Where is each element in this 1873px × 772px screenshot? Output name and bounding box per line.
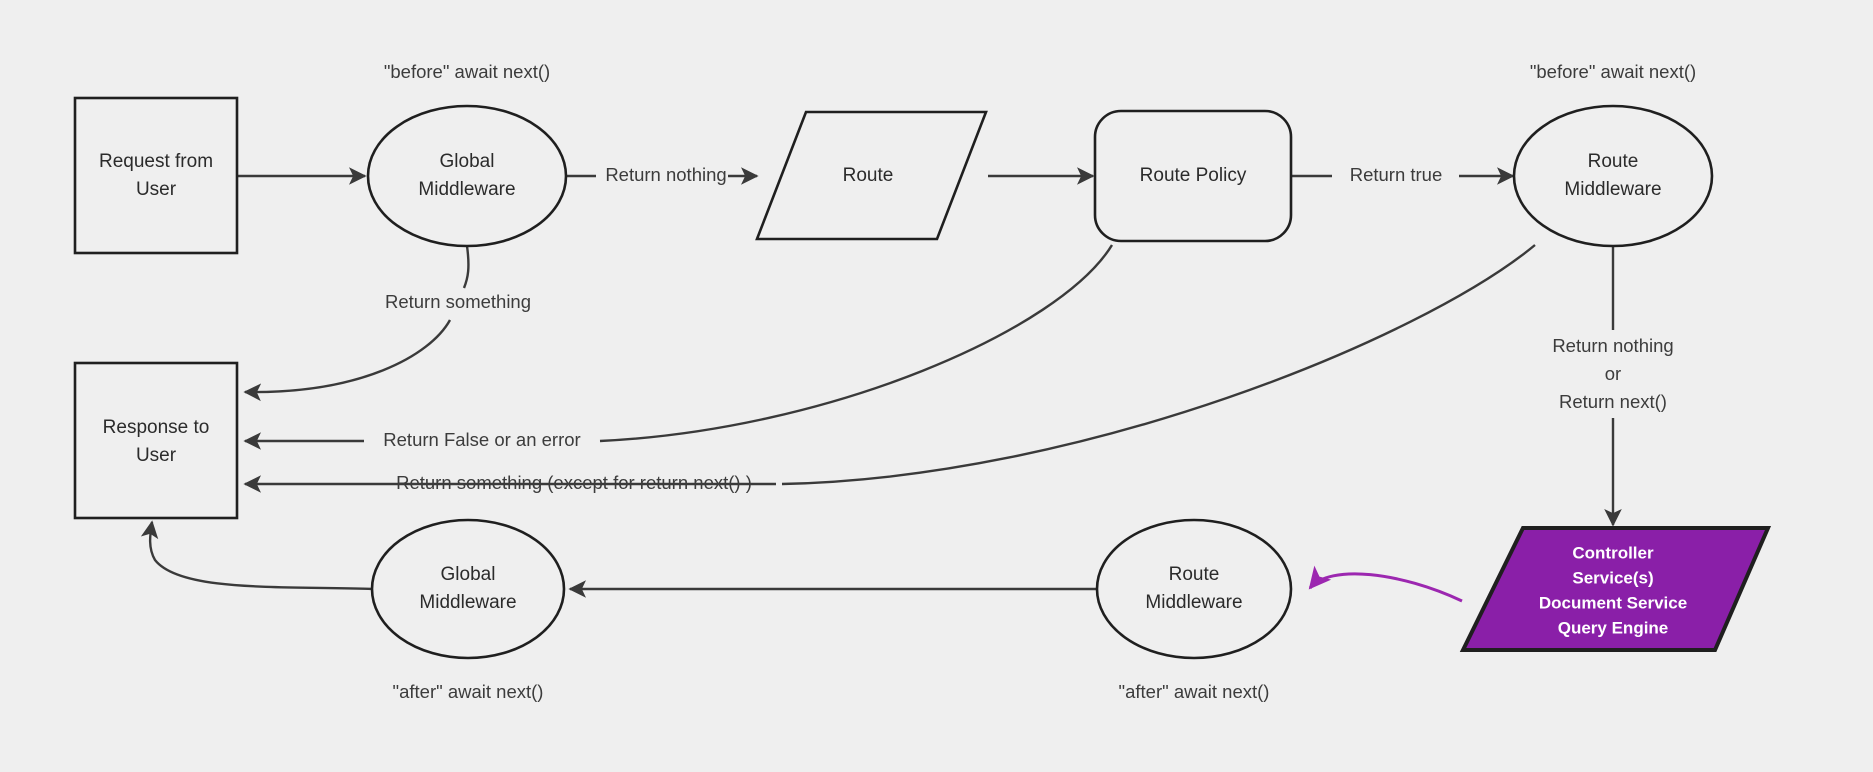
node-request-from-user[interactable]: Request from User xyxy=(73,96,239,255)
node-route-label: Route xyxy=(843,165,894,186)
note-after-global-middleware: "after" await next() xyxy=(393,681,544,702)
edge-routemw-return-something-curve xyxy=(781,244,1536,486)
node-response-to-user-line2: User xyxy=(136,445,177,466)
node-controller-services-line3: Document Service xyxy=(1539,593,1687,612)
node-global-middleware-before-line1: Global xyxy=(440,151,495,172)
edge-global-return-something-upper xyxy=(462,245,470,289)
node-global-middleware-before-line2: Middleware xyxy=(418,179,515,200)
node-global-middleware-after-line2: Middleware xyxy=(419,592,516,613)
node-request-from-user-line2: User xyxy=(136,179,177,200)
note-before-route-middleware: "before" await next() xyxy=(1530,61,1696,82)
node-route-middleware-after-line2: Middleware xyxy=(1145,592,1242,613)
node-route-middleware-before-line1: Route xyxy=(1588,151,1639,172)
edge-label-return-nothing-or-next-line2: or xyxy=(1605,363,1621,384)
note-before-global-middleware: "before" await next() xyxy=(384,61,550,82)
node-response-to-user-line1: Response to xyxy=(103,417,210,438)
node-controller-services-line1: Controller xyxy=(1572,543,1654,562)
edge-label-return-nothing-or-next-line3: Return next() xyxy=(1559,391,1667,412)
node-route-policy-label: Route Policy xyxy=(1140,165,1247,186)
node-global-middleware-after-line1: Global xyxy=(441,564,496,585)
node-controller-services-line4: Query Engine xyxy=(1558,618,1669,637)
edge-policy-return-false-curve xyxy=(599,244,1114,443)
node-request-from-user-line1: Request from xyxy=(99,151,213,172)
node-global-middleware-before[interactable]: Global Middleware xyxy=(366,104,568,248)
edge-label-return-something-except-next: Return something (except for return next… xyxy=(396,472,752,493)
node-route[interactable]: Route xyxy=(755,110,988,241)
node-global-middleware-after[interactable]: Global Middleware xyxy=(370,518,566,660)
edge-global-after-to-response xyxy=(140,520,374,591)
node-controller-services-line2: Service(s) xyxy=(1572,568,1653,587)
node-controller-services[interactable]: Controller Service(s) Document Service Q… xyxy=(1459,526,1772,652)
edge-label-return-nothing-or-next-line1: Return nothing xyxy=(1552,335,1673,356)
node-route-middleware-before[interactable]: Route Middleware xyxy=(1512,104,1714,248)
node-route-middleware-before-line2: Middleware xyxy=(1564,179,1661,200)
node-route-middleware-after[interactable]: Route Middleware xyxy=(1095,518,1293,660)
edge-label-return-false-or-error: Return False or an error xyxy=(383,429,580,450)
edge-label-return-something: Return something xyxy=(385,291,531,312)
node-response-to-user[interactable]: Response to User xyxy=(73,361,239,520)
node-route-policy[interactable]: Route Policy xyxy=(1093,109,1293,243)
edge-label-return-true: Return true xyxy=(1350,164,1443,185)
node-route-middleware-after-line1: Route xyxy=(1169,564,1220,585)
edge-label-return-nothing: Return nothing xyxy=(605,164,726,185)
note-after-route-middleware: "after" await next() xyxy=(1119,681,1270,702)
edge-global-return-something-lower xyxy=(243,319,452,402)
edge-controller-to-routemw-after xyxy=(1308,565,1463,603)
